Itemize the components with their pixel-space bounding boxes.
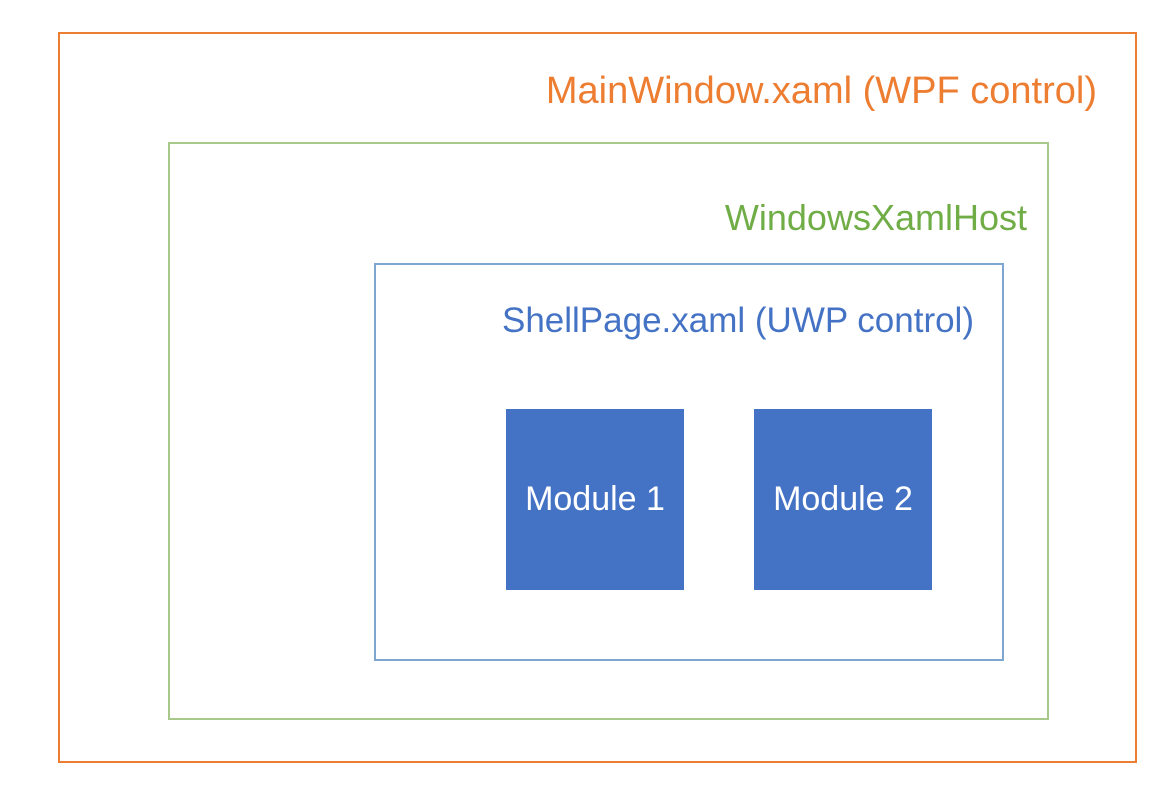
module-tile-2-label: Module 2 <box>773 480 913 519</box>
label-mainwindow-wpf: MainWindow.xaml (WPF control) <box>545 70 1097 112</box>
label-shellpage-uwp: ShellPage.xaml (UWP control) <box>501 301 974 340</box>
container-mainwindow-wpf: MainWindow.xaml (WPF control) WindowsXam… <box>58 32 1137 763</box>
container-windowsxamlhost: WindowsXamlHost ShellPage.xaml (UWP cont… <box>168 142 1049 720</box>
module-row: Module 1 Module 2 <box>506 409 932 590</box>
module-tile-1-label: Module 1 <box>525 480 665 519</box>
label-windowsxamlhost: WindowsXamlHost <box>724 197 1027 238</box>
module-tile-1: Module 1 <box>506 409 684 590</box>
module-tile-2: Module 2 <box>754 409 932 590</box>
container-shellpage-uwp: ShellPage.xaml (UWP control) Module 1 Mo… <box>374 263 1004 661</box>
